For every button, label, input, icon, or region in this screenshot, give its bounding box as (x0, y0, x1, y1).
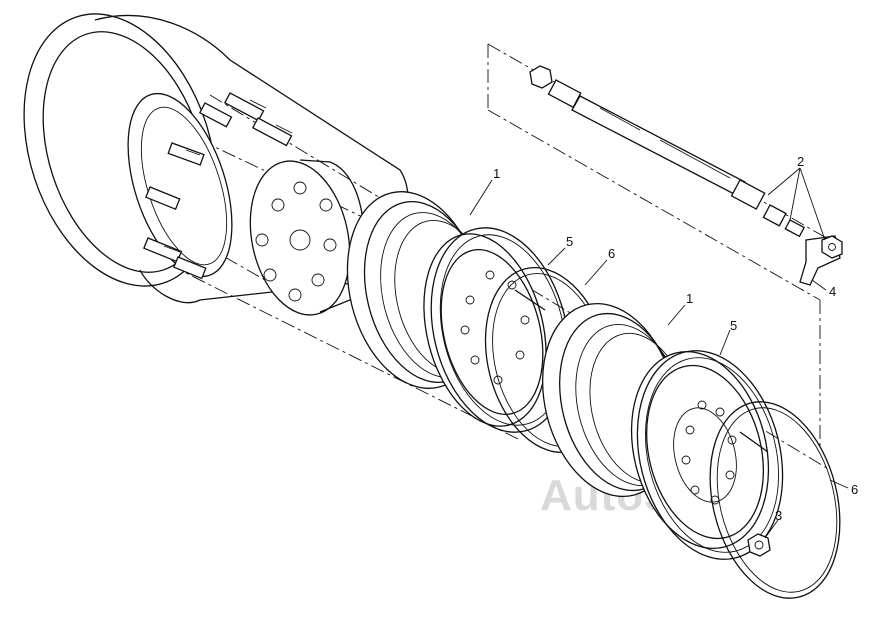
stud (145, 186, 181, 211)
stud (223, 92, 267, 122)
callout-1-inner-rim: 1 (493, 166, 500, 181)
callout-1-outer-rim: 1 (686, 291, 693, 306)
wheel-studs (143, 92, 293, 280)
stud (173, 256, 207, 280)
side-ring-inner (430, 227, 570, 433)
stud (198, 102, 233, 128)
brake-drum-hub (23, 13, 409, 304)
outer-wheel-rim (541, 302, 770, 549)
callout-labels: 1 5 6 1 5 2 4 6 3 (493, 154, 858, 523)
bracket (799, 235, 843, 286)
stud (167, 142, 205, 166)
callout-4-bracket: 4 (829, 284, 836, 299)
callout-2-valve-extension: 2 (797, 154, 804, 169)
leader-lines (469, 167, 849, 539)
callout-6-inner-lock-ring: 6 (608, 246, 615, 261)
callout-3-nut: 3 (775, 508, 782, 523)
stud (143, 237, 183, 263)
stud (251, 117, 293, 147)
wheel-nut (747, 533, 771, 557)
valve-extension-hose (529, 65, 806, 238)
lock-ring-outer (709, 401, 841, 599)
inner-wheel-rim (346, 191, 547, 427)
hub-flange (249, 159, 365, 316)
callout-5-outer-side-ring: 5 (730, 318, 737, 333)
callout-6-outer-lock-ring: 6 (851, 482, 858, 497)
callout-5-inner-side-ring: 5 (566, 234, 573, 249)
